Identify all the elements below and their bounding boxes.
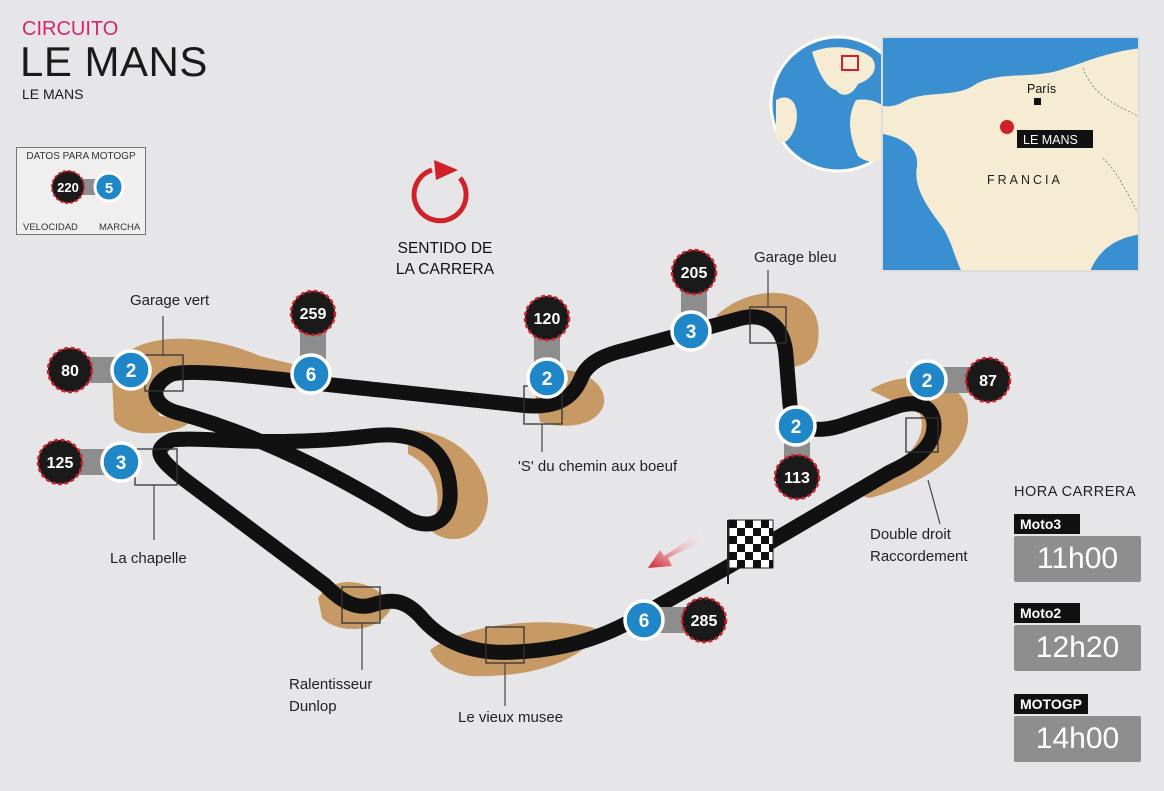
direction-arrow-icon [411, 160, 469, 224]
marker-group: 285 6 [623, 596, 728, 644]
schedule-row-motogp: MOTOGP 14h00 [1014, 694, 1141, 762]
corner-label-double-droit: Double droit [870, 526, 951, 543]
speed-badge [36, 438, 84, 486]
speed-value: 125 [47, 455, 74, 472]
gear-value: 6 [639, 611, 650, 632]
legend-badges: 220 5 [51, 170, 125, 204]
map-paris-marker [1034, 98, 1041, 105]
legend-gear-label: MARCHA [99, 222, 141, 233]
gear-badge [670, 310, 712, 352]
speed-value: 285 [691, 613, 718, 630]
legend-box: DATOS PARA MOTOGP 220 5 VELOCIDAD MARCHA [16, 147, 146, 235]
track-direction-arrow-icon [648, 532, 704, 568]
speed-value: 80 [61, 363, 79, 380]
legend-speed-label: VELOCIDAD [23, 222, 78, 233]
schedule-title: HORA CARRERA [1014, 484, 1137, 500]
corner-label-s-chemin: 'S' du chemin aux boeuf [518, 458, 678, 475]
schedule-time: 14h00 [1014, 716, 1141, 762]
circuit-title: LE MANS [20, 38, 208, 85]
speed-value: 113 [784, 470, 810, 487]
corner-label-garage-bleu: Garage bleu [754, 249, 837, 266]
speed-badge [46, 346, 94, 394]
runoff-garage-vert [112, 338, 300, 434]
marker-group: 259 6 [289, 289, 337, 395]
map-lemans-marker [1000, 120, 1014, 134]
map-south-water [1090, 234, 1138, 270]
map-country-label: FRANCIA [987, 173, 1063, 187]
marker-group: 113 2 [773, 405, 821, 501]
marker-group: 125 3 [36, 438, 142, 486]
gear-badge [775, 405, 817, 447]
gear-value: 2 [791, 417, 802, 438]
leader-lines [153, 270, 941, 706]
map-lemans-label: LE MANS [1023, 133, 1078, 147]
marker-group: 87 2 [906, 356, 1012, 404]
gear-badge [906, 359, 948, 401]
gear-value: 6 [306, 365, 317, 386]
schedule-time: 12h20 [1014, 625, 1141, 671]
speed-badge [289, 289, 337, 337]
corner-label-ralentisseur: Ralentisseur [289, 676, 373, 693]
legend-title: DATOS PARA MOTOGP [26, 151, 136, 162]
schedule-class-label: MOTOGP [1014, 694, 1088, 714]
speed-value: 120 [534, 311, 561, 328]
speed-value: 87 [979, 373, 997, 390]
speed-badge [523, 294, 571, 342]
legend-gear-badge [93, 171, 125, 203]
corner-label-garage-vert: Garage vert [130, 292, 210, 309]
sector-box-double-droit [905, 417, 939, 453]
schedule-class-label: Moto2 [1014, 603, 1080, 623]
inset-map: París LE MANS FRANCIA [881, 36, 1140, 272]
sector-box-dunlop [341, 586, 381, 624]
inset-map-shapes: París LE MANS FRANCIA [883, 38, 1138, 270]
runoff-double-droit [846, 377, 969, 498]
map-paris-label: París [1027, 82, 1056, 96]
gear-value: 2 [542, 369, 553, 390]
marker-group: 80 2 [46, 346, 152, 394]
gear-value: 3 [116, 453, 127, 474]
speed-badge [964, 356, 1012, 404]
schedule-row-moto3: Moto3 11h00 [1014, 514, 1141, 582]
direction-line2: LA CARRERA [395, 261, 495, 278]
gear-badge [290, 353, 332, 395]
gear-badge [623, 599, 665, 641]
corner-label-la-chapelle: La chapelle [110, 550, 187, 567]
circuit-location: LE MANS [22, 86, 84, 102]
direction-label: SENTIDO DE LA CARRERA [386, 238, 504, 280]
gear-badge [110, 349, 152, 391]
gear-badge [100, 441, 142, 483]
legend-speed-value: 220 [57, 180, 79, 195]
gear-value: 2 [922, 371, 933, 392]
corner-label-raccordement: Raccordement [870, 548, 968, 565]
speed-badge [773, 453, 821, 501]
checkered-flag-icon [727, 519, 774, 584]
map-atlantic-water [883, 134, 961, 270]
speed-value: 259 [300, 306, 327, 323]
schedule-time: 11h00 [1014, 536, 1141, 582]
gear-badge [526, 357, 568, 399]
legend-gear-value: 5 [105, 180, 113, 197]
leader-double-droit [927, 479, 941, 525]
globe-icon [769, 35, 907, 173]
speed-badge [680, 596, 728, 644]
map-channel-water [883, 38, 1138, 107]
track [148, 309, 942, 660]
gear-value: 2 [126, 361, 137, 382]
speed-value: 205 [681, 265, 708, 282]
direction-line1: SENTIDO DE [397, 240, 493, 257]
schedule-row-moto2: Moto2 12h20 [1014, 603, 1141, 671]
legend-speed-badge [51, 170, 85, 204]
runoff-garage-bleu [716, 292, 819, 367]
schedule-class-label: Moto3 [1014, 514, 1080, 534]
circuit-subtitle: CIRCUITO [22, 18, 119, 40]
corner-label-vieux-musee: Le vieux musee [458, 709, 564, 726]
corner-label-dunlop: Dunlop [289, 698, 337, 715]
gear-value: 3 [686, 322, 697, 343]
marker-group: 120 2 [523, 294, 571, 399]
speed-badge [670, 248, 718, 296]
